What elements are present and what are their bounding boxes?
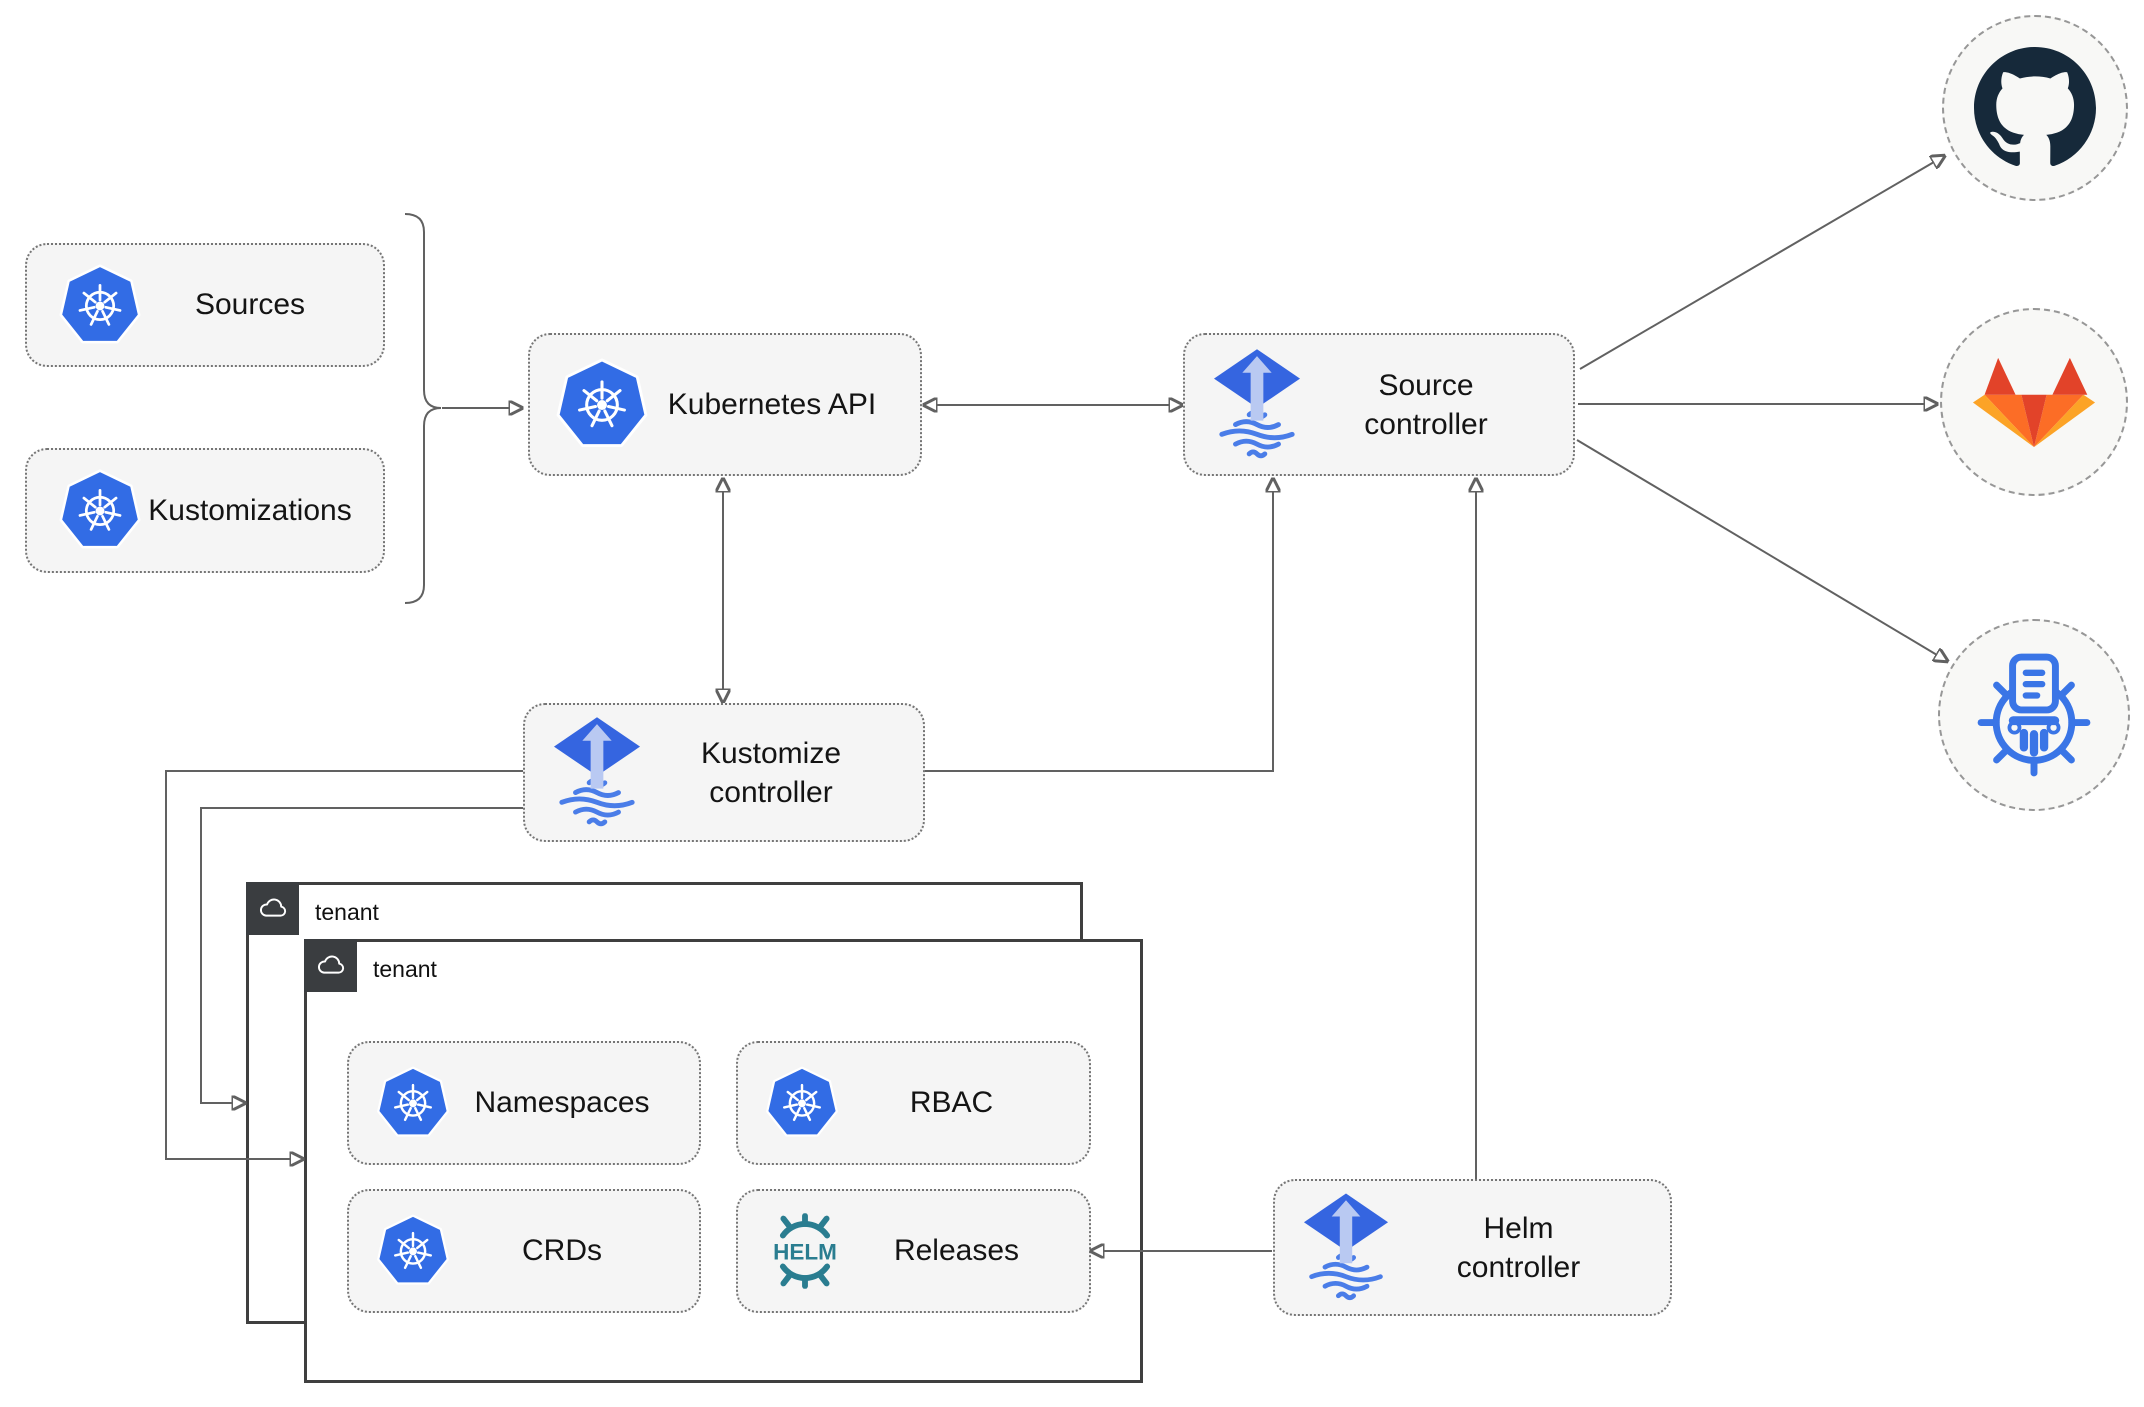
node-rbac: RBAC <box>736 1041 1091 1165</box>
node-releases: HELM Releases <box>736 1189 1091 1313</box>
gitlab-icon <box>1971 354 2097 451</box>
node-label: Sources <box>194 288 306 321</box>
flux-icon <box>553 716 641 830</box>
tenant-back-header <box>246 882 299 935</box>
node-label: Kustomize controller <box>641 734 923 812</box>
node-label: Kubernetes API <box>667 387 877 421</box>
node-kubernetes-api: Kubernetes API <box>528 333 922 476</box>
label-line-1: Source <box>1378 368 1474 402</box>
edge-source-to-github <box>1579 162 1934 370</box>
node-label: Helm controller <box>1389 1209 1670 1287</box>
node-namespaces: Namespaces <box>347 1041 701 1165</box>
node-label: RBAC <box>909 1086 994 1119</box>
kubernetes-icon <box>57 264 143 347</box>
node-label: CRDs <box>522 1234 602 1267</box>
node-sources: Sources <box>25 243 385 367</box>
cloud-icon <box>315 954 347 977</box>
node-helm-controller: Helm controller <box>1273 1179 1672 1316</box>
flux-icon <box>1303 1192 1389 1304</box>
tenant-back-label: tenant <box>315 899 379 925</box>
node-kustomizations: Kustomizations <box>25 448 385 573</box>
label-line-1: Helm <box>1483 1211 1554 1245</box>
cloud-icon <box>257 897 289 920</box>
helm-icon: HELM <box>773 1213 837 1289</box>
tenant-group-front: tenant Namespaces RBAC CRDs HELM Release… <box>304 939 1143 1383</box>
node-source-controller: Source controller <box>1183 333 1575 476</box>
node-label: Namespaces <box>474 1086 650 1119</box>
edge-source-to-chartmuseum <box>1576 439 1937 655</box>
node-label: Source controller <box>1301 366 1573 444</box>
node-label: Releases <box>893 1234 1020 1267</box>
edge-brace-sources-group <box>404 213 442 604</box>
tenant-front-header <box>304 939 357 992</box>
node-kustomize-controller: Kustomize controller <box>523 703 925 842</box>
github-icon <box>1974 47 2096 169</box>
external-github <box>1942 15 2128 201</box>
external-chartmuseum <box>1938 619 2130 811</box>
external-gitlab <box>1940 308 2128 496</box>
kubernetes-icon <box>764 1066 840 1140</box>
node-crds: CRDs <box>347 1189 701 1313</box>
label-line-1: Kustomize <box>700 736 842 770</box>
edge-kustomize-to-source <box>925 491 1273 772</box>
kubernetes-icon <box>554 358 650 451</box>
label-line-2: controller <box>709 775 833 809</box>
flux-icon <box>1213 348 1301 462</box>
helm-wordmark: HELM <box>773 1240 837 1265</box>
tenant-front-label: tenant <box>373 956 437 982</box>
kubernetes-icon <box>375 1066 451 1140</box>
node-label: Kustomizations <box>148 493 352 527</box>
kubernetes-icon <box>375 1214 451 1288</box>
label-line-2: controller <box>1456 1250 1581 1284</box>
label-line-2: controller <box>1364 407 1488 441</box>
chartmuseum-icon <box>1971 652 2097 778</box>
kubernetes-icon <box>57 469 143 552</box>
